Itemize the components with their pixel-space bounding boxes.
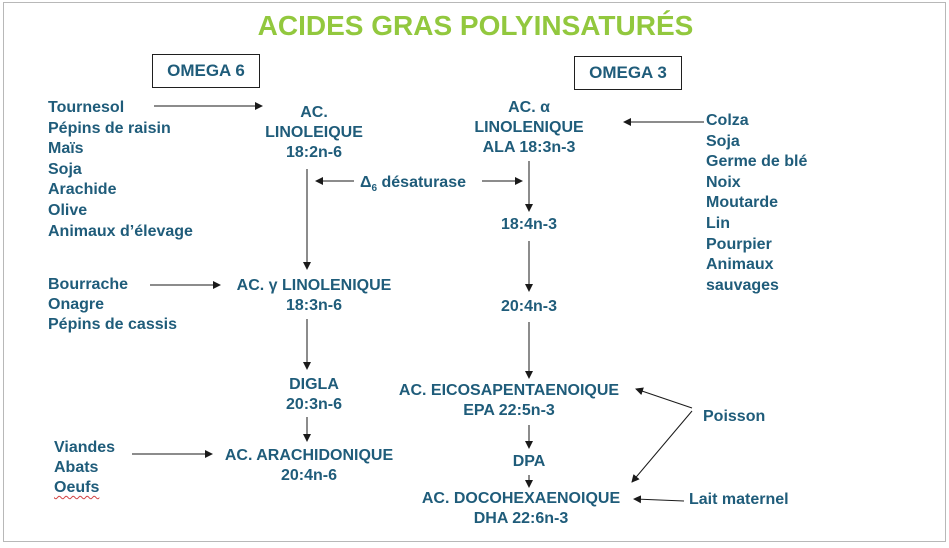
digla-name: DIGLA [289, 376, 339, 393]
omega6-source-item: Bourrache [48, 276, 129, 293]
omega3-source-item: Colza [706, 112, 749, 129]
arrow-poisson-to-dha [631, 410, 693, 483]
omega3-source-item: Noix [706, 173, 741, 191]
omega6-source-item: Abats [54, 459, 99, 476]
omega6-source-item: Animaux d’élevage [48, 222, 193, 240]
gamma-prefix: AC. [236, 277, 269, 294]
arrow-poisson-to-epa [635, 387, 693, 409]
omega6-source-item: Viandes [54, 439, 116, 456]
gamma-linolenique-name: AC. γ LINOLENIQUE [204, 276, 424, 296]
omega6-source-item: Pépins de raisin [48, 119, 171, 137]
arachidonique-formula: 20:4n-6 [280, 467, 338, 484]
alpha-prefix-line: AC. α [444, 98, 614, 118]
epa-formula: EPA 22:5n-3 [463, 402, 555, 419]
omega3-source-item: Soja [706, 132, 740, 150]
dha-formula: DHA 22:6n-3 [473, 510, 569, 527]
desaturase-label: Δ6 désaturase [360, 173, 467, 195]
dha-name: AC. DOCOHEXAENOIQUE [421, 490, 621, 507]
omega6-source-item: Olive [48, 201, 88, 219]
gamma-linolenique-formula: 18:3n-6 [285, 297, 343, 314]
delta-symbol: Δ [360, 174, 372, 191]
delta-subscript: 6 [371, 183, 378, 195]
linoleique-formula: 18:2n-6 [285, 144, 343, 161]
arrows-layer [132, 102, 704, 504]
omega3-source-item: Animaux [706, 256, 774, 274]
arrow-lait-to-dha [633, 495, 685, 504]
gamma-name: LINOLENIQUE [277, 277, 392, 294]
omega6-source-item: Soja [48, 160, 82, 178]
linoleique-node: AC. LINOLEIQUE 18:2n-6 [234, 103, 394, 163]
gamma-linolenique-node: AC. γ LINOLENIQUE 18:3n-6 [204, 276, 424, 316]
step-18-4-node: 18:4n-3 [500, 216, 558, 233]
linoleique-line1: AC. [300, 104, 328, 121]
omega6-source-item: Pépins de cassis [48, 316, 177, 333]
poisson-source: Poisson [703, 408, 766, 425]
digla-node: DIGLA 20:3n-6 [254, 375, 374, 415]
omega6-source-item: Tournesol [48, 99, 125, 116]
page-title: ACIDES GRAS POLYINSATURÉS [257, 10, 694, 41]
gamma-symbol: γ [268, 277, 278, 294]
arachidonique-node: AC. ARACHIDONIQUE 20:4n-6 [204, 446, 414, 486]
slide: ACIDES GRAS POLYINSATURÉS OMEGA 6 OMEGA … [3, 2, 946, 542]
omega3-source-item: Pourpier [706, 235, 772, 253]
omega3-source-item: Germe de blé [706, 153, 808, 171]
desaturase-text: désaturase [377, 174, 467, 191]
linoleique-line2: LINOLEIQUE [265, 124, 363, 141]
alpha-symbol: α [540, 99, 550, 116]
epa-node: AC. EICOSAPENTAENOIQUE EPA 22:5n-3 [382, 381, 636, 421]
epa-name: AC. EICOSAPENTAENOIQUE [398, 382, 620, 399]
omega3-source-item: Lin [706, 214, 730, 232]
step-20-4-node: 20:4n-3 [500, 298, 558, 315]
omega6-source-item: Arachide [48, 181, 117, 199]
omega6-source-item: Onagre [48, 296, 105, 313]
omega3-label-box: OMEGA 3 [574, 56, 682, 90]
omega6-source-item: Oeufs [54, 479, 100, 496]
dha-node: AC. DOCOHEXAENOIQUE DHA 22:6n-3 [396, 489, 646, 529]
omega6-label-box: OMEGA 6 [152, 54, 260, 88]
alpha-formula: ALA 18:3n-3 [482, 139, 576, 156]
dpa-node: DPA [512, 453, 546, 470]
digla-formula: 20:3n-6 [285, 396, 343, 413]
omega3-source-item: Moutarde [706, 194, 778, 212]
arachidonique-name: AC. ARACHIDONIQUE [224, 447, 394, 464]
alpha-linolenique-node: AC. α LINOLENIQUE ALA 18:3n-3 [444, 98, 614, 158]
alpha-name: LINOLENIQUE [474, 119, 584, 136]
omega6-source-item: Maïs [48, 140, 84, 158]
lait-maternel-source: Lait maternel [689, 491, 789, 508]
omega3-source-item: sauvages [706, 276, 779, 294]
alpha-prefix: AC. [508, 99, 541, 116]
